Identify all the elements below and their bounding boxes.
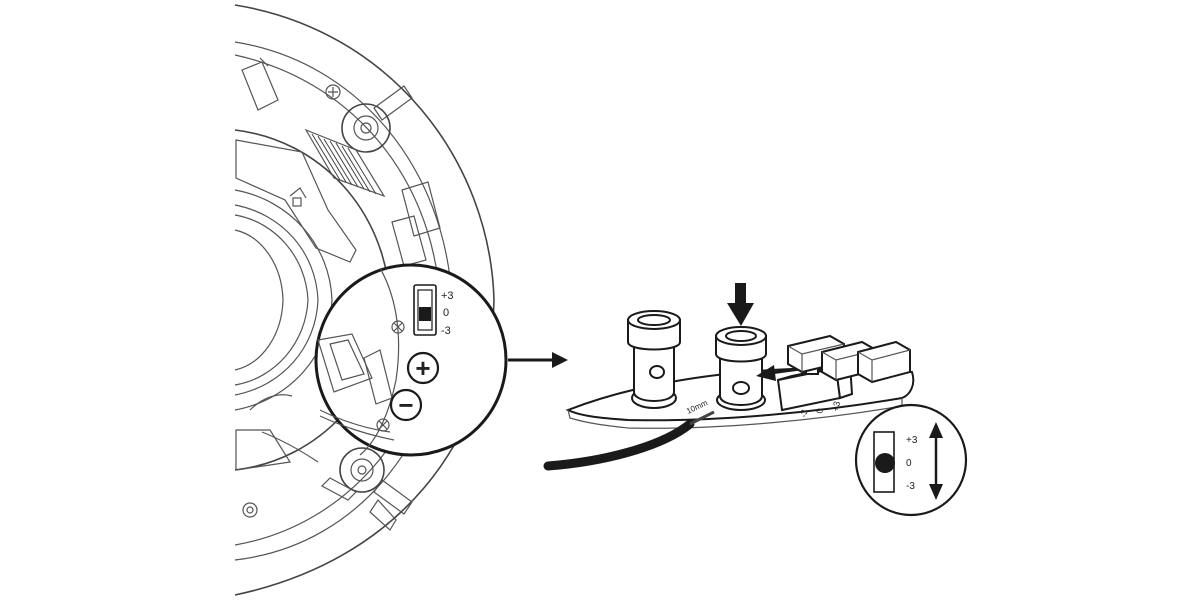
mounting-boss-top — [341, 103, 391, 153]
crossover-coil — [304, 128, 386, 198]
component-blocks — [787, 334, 911, 384]
switch-label-minus3: -3 — [441, 325, 451, 337]
plus-icon: + — [415, 353, 430, 383]
vertical-double-arrow-icon — [929, 422, 943, 500]
terminal-board: 10mm -3 0 +3 — [543, 283, 915, 471]
switch-knob-icon — [875, 453, 895, 473]
board-switch-label-zero: 0 — [814, 407, 825, 414]
screw-icon — [391, 320, 405, 334]
inset-label-zero: 0 — [906, 458, 912, 469]
negative-terminal: − — [389, 388, 423, 422]
switch-inset: +3 0 -3 — [854, 403, 968, 517]
press-down-arrow-icon — [727, 283, 754, 326]
minus-icon: − — [398, 390, 413, 420]
board-switch-label-minus3: -3 — [798, 408, 809, 418]
pointer-arrow-icon — [508, 352, 568, 368]
screw-icon — [376, 418, 390, 432]
switch-label-zero: 0 — [443, 307, 449, 319]
inset-label-plus3: +3 — [906, 435, 918, 446]
magnifier-circle: +3 0 -3 + − — [314, 263, 508, 457]
screw-icon — [325, 84, 341, 100]
mounting-boss-bottom — [339, 447, 385, 493]
switch-label-plus3: +3 — [441, 290, 454, 302]
terminal-post-right — [715, 326, 767, 411]
board-switch-label-plus3: +3 — [830, 400, 842, 412]
level-switch — [413, 284, 437, 336]
positive-terminal: + — [406, 351, 440, 385]
inset-label-minus3: -3 — [906, 481, 915, 492]
screw-icon — [242, 502, 258, 518]
terminal-post-left — [627, 310, 681, 409]
